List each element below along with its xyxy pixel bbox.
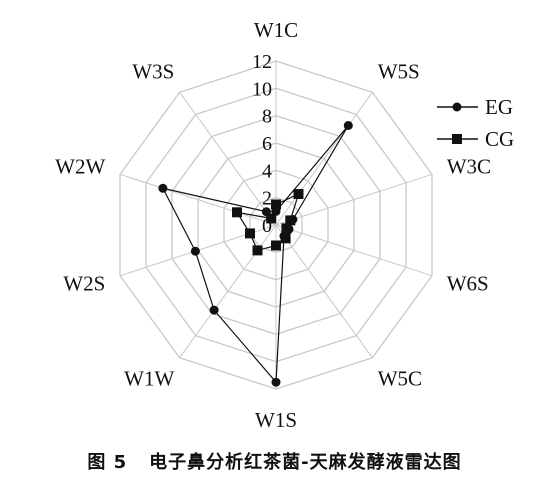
spoke-w5s xyxy=(275,92,373,226)
point-cg-w1c xyxy=(271,199,281,210)
tick-label-10: 10 xyxy=(252,78,272,100)
axis-label-w2w: W2W xyxy=(55,154,105,178)
radar-chart: 0 2 4 6 8 10 12 W1C W5S W3C W6S W5C W1S W1W W2S W2W W3S… xyxy=(55,18,514,432)
axis-label-w6s: W6S xyxy=(447,272,489,296)
point-cg-w6s xyxy=(281,223,292,234)
axis-label-w2s: W2S xyxy=(63,272,105,296)
point-eg-w2w xyxy=(158,183,168,193)
point-cg-w3s xyxy=(266,213,277,224)
axis-labels: W1C W5S W3C W6S W5C W1S W1W W2S W2W W3S xyxy=(55,18,491,432)
legend-marker-cg xyxy=(452,134,462,144)
legend-label-eg: EG xyxy=(485,95,513,119)
tick-label-12: 12 xyxy=(252,51,272,73)
axis-label-w1c: W1C xyxy=(254,18,298,42)
point-eg-w2s xyxy=(190,246,200,256)
axis-label-w5c: W5C xyxy=(378,367,422,391)
spoke-w5c xyxy=(275,224,373,358)
axis-label-w3s: W3S xyxy=(132,59,174,83)
figure-caption: 图 5 电子鼻分析红茶菌-天麻发酵液雷达图 xyxy=(0,448,549,474)
spoke-w1w xyxy=(179,224,277,358)
figure-title: 电子鼻分析红茶菌-天麻发酵液雷达图 xyxy=(149,452,462,473)
tick-label-6: 6 xyxy=(262,133,272,155)
point-cg-w2s xyxy=(245,228,255,239)
legend-label-cg: CG xyxy=(485,127,514,151)
series-layer xyxy=(158,121,353,387)
legend-item-eg: EG xyxy=(437,95,513,119)
point-cg-w2w xyxy=(232,207,242,218)
point-eg-w1w xyxy=(209,305,219,315)
spoke-w3c xyxy=(275,173,433,226)
axis-label-w1s: W1S xyxy=(255,408,297,432)
legend-marker-eg xyxy=(452,102,462,112)
point-eg-w1s xyxy=(271,377,281,387)
tick-label-4: 4 xyxy=(262,160,272,182)
legend-item-cg: CG xyxy=(437,127,514,151)
tick-label-0: 0 xyxy=(262,215,272,237)
series-cg xyxy=(232,189,304,256)
legend: EG CG xyxy=(437,95,514,151)
tick-label-2: 2 xyxy=(262,188,272,210)
point-cg-w5s xyxy=(293,189,304,199)
spoke-w2w xyxy=(119,173,277,226)
figure-number: 图 5 xyxy=(87,452,128,473)
axis-label-w1w: W1W xyxy=(124,367,174,391)
radial-tick-labels: 0 2 4 6 8 10 12 xyxy=(252,51,272,237)
point-cg-w5c xyxy=(280,233,291,244)
spoke-w6s xyxy=(275,224,433,277)
axis-label-w3c: W3C xyxy=(447,154,491,178)
point-eg-w5s xyxy=(343,121,353,130)
tick-label-8: 8 xyxy=(262,106,272,128)
axis-label-w5s: W5S xyxy=(378,59,420,83)
point-cg-w3c xyxy=(285,215,296,226)
point-cg-w1w xyxy=(252,245,263,256)
point-cg-w1s xyxy=(271,240,281,251)
spoke-w3s xyxy=(179,92,277,226)
